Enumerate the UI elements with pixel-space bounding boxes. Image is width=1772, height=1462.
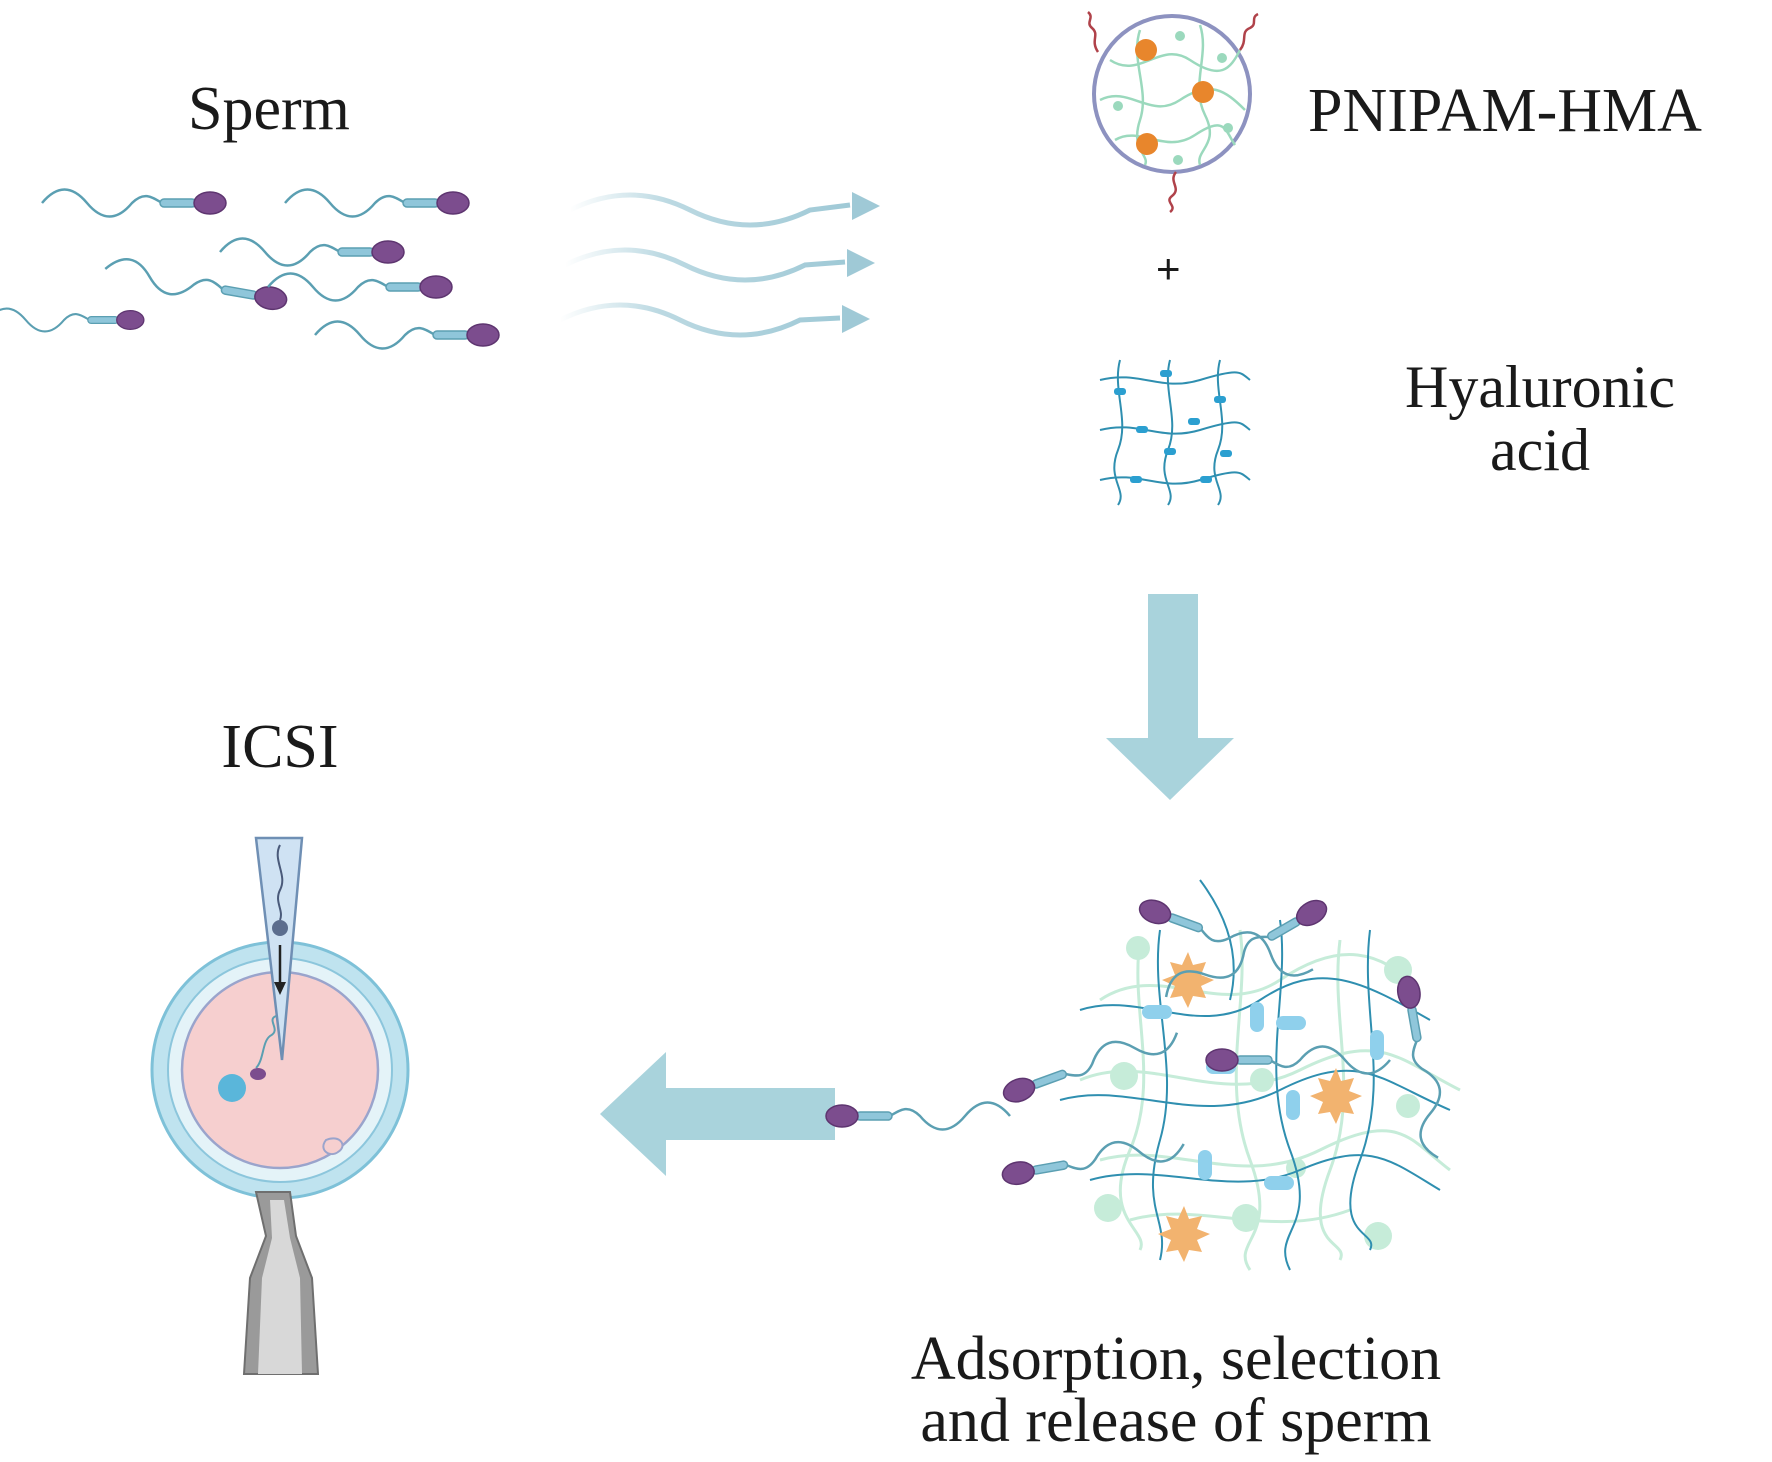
flow-arrows <box>558 192 880 338</box>
sperm-icon <box>1391 972 1453 1162</box>
flow-arrow-icon <box>568 192 880 228</box>
plus-sign: + <box>1156 245 1181 292</box>
orange-star-icon <box>1158 952 1362 1262</box>
sperm-icon <box>283 188 471 218</box>
polymer-label: PNIPAM-HMA <box>1308 77 1702 145</box>
sperm-icon <box>40 188 228 218</box>
hyaluronic-label-line2: acid <box>1490 417 1590 483</box>
sperm-label: Sperm <box>188 75 350 143</box>
icsi-label: ICSI <box>221 713 339 781</box>
sperm-group <box>0 188 501 350</box>
sperm-icon <box>313 320 501 350</box>
injection-pipette-icon <box>250 836 304 1080</box>
hyaluronic-network-icon <box>1099 359 1251 506</box>
flow-arrow-icon <box>563 247 875 283</box>
hyaluronic-label-line1: Hyaluronic <box>1405 354 1675 420</box>
down-arrow-icon <box>1106 594 1234 800</box>
sperm-icon <box>101 254 291 316</box>
result-label-line2: and release of sperm <box>920 1387 1432 1455</box>
sperm-icon <box>218 237 406 267</box>
sperm-icon <box>824 1101 1012 1131</box>
flow-arrow-icon <box>558 302 870 338</box>
hydrogel-network-icon <box>998 879 1461 1271</box>
result-label-line1: Adsorption, selection <box>910 1325 1442 1393</box>
hyaluronic-acid-label: Hyaluronic acid <box>1405 356 1675 482</box>
left-arrow-icon <box>600 1052 835 1176</box>
holding-pipette-icon <box>242 1191 320 1375</box>
sperm-icon <box>1134 892 1319 984</box>
polymer-particle-icon <box>1087 11 1259 213</box>
result-label: Adsorption, selection and release of spe… <box>911 1328 1441 1452</box>
sperm-icon <box>266 272 454 302</box>
sperm-icon <box>998 1129 1188 1191</box>
sperm-icon <box>0 307 145 333</box>
egg-cell-icon <box>150 940 410 1200</box>
